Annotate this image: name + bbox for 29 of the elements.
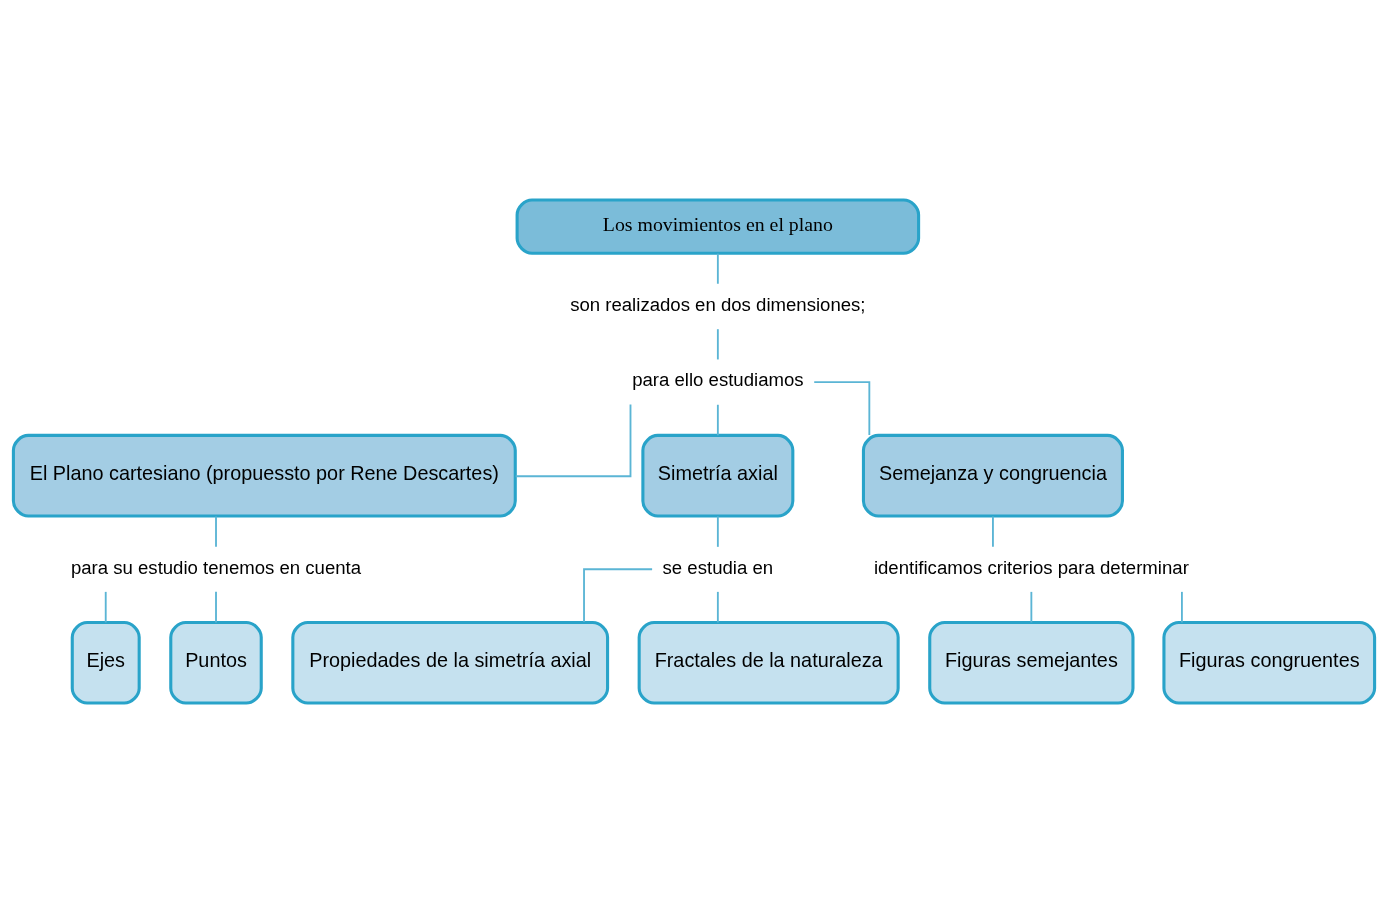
connector <box>716 328 719 361</box>
node-text: se estudia en <box>662 556 774 578</box>
connector <box>1030 590 1033 624</box>
connector <box>583 568 654 623</box>
node-text: identificamos criterios para determinar <box>873 556 1189 578</box>
node-box: Propiedades de la simetría axial <box>291 620 610 705</box>
connector <box>215 515 217 548</box>
connector <box>716 515 719 548</box>
node-box: Simetría axial <box>641 433 795 518</box>
connector <box>716 590 719 624</box>
node-box: Fractales de la naturaleza <box>637 620 900 705</box>
connector <box>514 403 632 478</box>
node-box: Ejes <box>70 620 141 705</box>
node-box: Figuras semejantes <box>928 620 1135 705</box>
connector <box>992 515 994 548</box>
connector <box>104 590 107 624</box>
connector <box>716 252 719 285</box>
connector <box>1181 590 1183 624</box>
node-box: Figuras congruentes <box>1162 620 1377 705</box>
connector <box>215 590 217 624</box>
connector <box>716 403 719 437</box>
node-text: para ello estudiamos <box>632 369 804 391</box>
node-box: Semejanza y congruencia <box>861 433 1124 518</box>
node-box: El Plano cartesiano (propuessto por Rene Descartes) <box>11 433 517 518</box>
node-box: Los movimientos en el plano <box>515 198 921 255</box>
node-text: son realizados en dos dimensiones; <box>570 293 866 315</box>
node-text: para su estudio tenemos en cuenta <box>70 556 362 578</box>
node-box: Puntos <box>169 620 263 705</box>
connector <box>813 381 871 436</box>
